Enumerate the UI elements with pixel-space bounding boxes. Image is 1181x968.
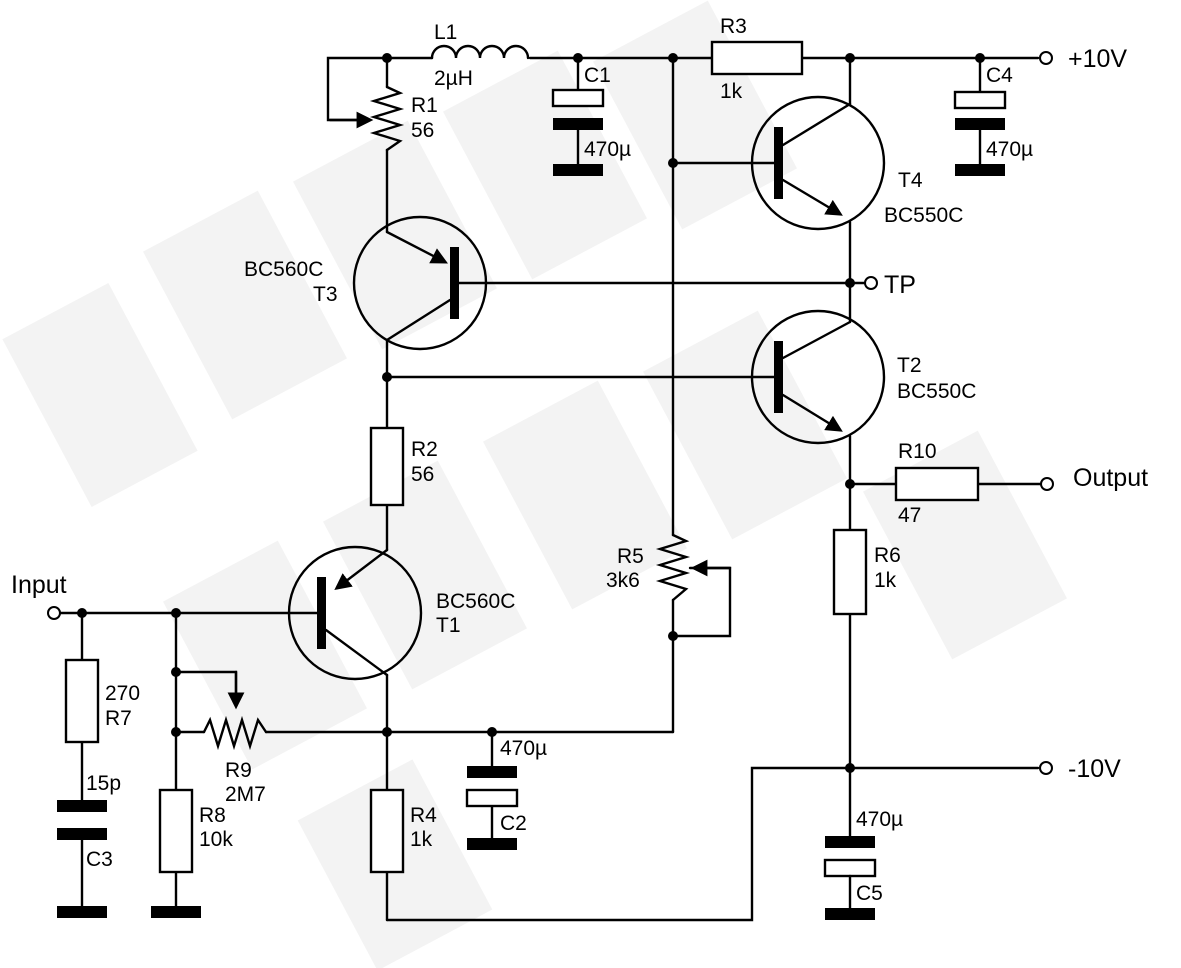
capacitor-c5 bbox=[823, 836, 877, 920]
wires bbox=[58, 56, 1042, 922]
label-c1: C1 bbox=[584, 64, 611, 87]
label-r5-value: 3k6 bbox=[606, 569, 640, 592]
transistor-t2 bbox=[750, 309, 886, 445]
resistor-r6 bbox=[832, 528, 868, 616]
label-r8-value: 10k bbox=[199, 828, 233, 851]
inductor-l1 bbox=[430, 44, 530, 60]
terminal-tp bbox=[864, 276, 878, 290]
capacitor-c1 bbox=[551, 88, 605, 176]
label-r4-value: 1k bbox=[410, 828, 433, 851]
label-c2-value: 470µ bbox=[500, 737, 547, 760]
terminal-plus10v bbox=[1039, 51, 1053, 65]
label-minus10v: -10V bbox=[1068, 755, 1121, 783]
resistor-r10 bbox=[894, 466, 980, 502]
label-r4: R4 bbox=[410, 804, 437, 827]
label-t3: T3 bbox=[313, 283, 338, 306]
label-r9-value: 2M7 bbox=[225, 783, 266, 806]
label-l1: L1 bbox=[434, 21, 457, 44]
resistor-r9 bbox=[202, 715, 268, 751]
ground-r8 bbox=[151, 906, 201, 918]
label-r6-value: 1k bbox=[874, 569, 897, 592]
resistor-r4 bbox=[369, 788, 405, 874]
label-r7-value: 270 bbox=[105, 682, 140, 705]
label-r10-value: 47 bbox=[898, 504, 921, 527]
label-r10: R10 bbox=[898, 440, 937, 463]
label-r3: R3 bbox=[720, 15, 747, 38]
resistor-r5 bbox=[655, 533, 691, 602]
label-r6: R6 bbox=[874, 544, 901, 567]
transistor-t1 bbox=[287, 545, 423, 681]
label-input: Input bbox=[11, 571, 67, 599]
label-c4-value: 470µ bbox=[986, 138, 1033, 161]
resistor-r3 bbox=[710, 40, 804, 76]
label-r3-value: 1k bbox=[720, 80, 743, 103]
label-c2: C2 bbox=[500, 812, 527, 835]
label-plus10v: +10V bbox=[1068, 45, 1127, 73]
label-t1-type: BC560C bbox=[436, 590, 515, 613]
label-t4: T4 bbox=[898, 169, 923, 192]
label-c3: C3 bbox=[86, 848, 113, 871]
label-r9: R9 bbox=[225, 759, 252, 782]
resistor-r8 bbox=[158, 788, 194, 874]
label-tp: TP bbox=[884, 271, 916, 299]
label-t2: T2 bbox=[897, 354, 922, 377]
label-r8: R8 bbox=[199, 804, 226, 827]
resistor-r7 bbox=[64, 658, 100, 744]
capacitor-c3 bbox=[57, 800, 107, 918]
label-c3-value: 15p bbox=[86, 772, 121, 795]
resistor-r1 bbox=[369, 85, 405, 152]
label-r2-value: 56 bbox=[411, 463, 434, 486]
label-r2: R2 bbox=[411, 438, 438, 461]
transistor-t3 bbox=[352, 215, 488, 351]
label-output: Output bbox=[1073, 464, 1148, 492]
label-r1-value: 56 bbox=[411, 119, 434, 142]
label-c1-value: 470µ bbox=[584, 138, 631, 161]
label-r7: R7 bbox=[105, 707, 132, 730]
label-c5-value: 470µ bbox=[856, 808, 903, 831]
label-t1: T1 bbox=[436, 614, 461, 637]
junctions bbox=[77, 53, 985, 773]
resistor-r2 bbox=[369, 426, 405, 507]
label-t2-type: BC550C bbox=[897, 380, 976, 403]
label-t4-type: BC550C bbox=[884, 204, 963, 227]
label-l1-value: 2µH bbox=[434, 67, 473, 90]
terminal-output bbox=[1040, 477, 1054, 491]
label-t3-type: BC560C bbox=[244, 258, 323, 281]
terminal-input bbox=[47, 606, 61, 620]
labels: L1 2µH R3 1k C1 470µ C4 470µ +10V R1 56 … bbox=[11, 15, 1148, 905]
label-c5: C5 bbox=[856, 882, 883, 905]
capacitor-c2 bbox=[465, 766, 519, 850]
capacitor-c4 bbox=[953, 90, 1007, 176]
terminal-minus10v bbox=[1039, 761, 1053, 775]
label-r1: R1 bbox=[411, 94, 438, 117]
transistor-t4 bbox=[750, 95, 886, 231]
label-r5: R5 bbox=[617, 545, 644, 568]
label-c4: C4 bbox=[986, 64, 1013, 87]
